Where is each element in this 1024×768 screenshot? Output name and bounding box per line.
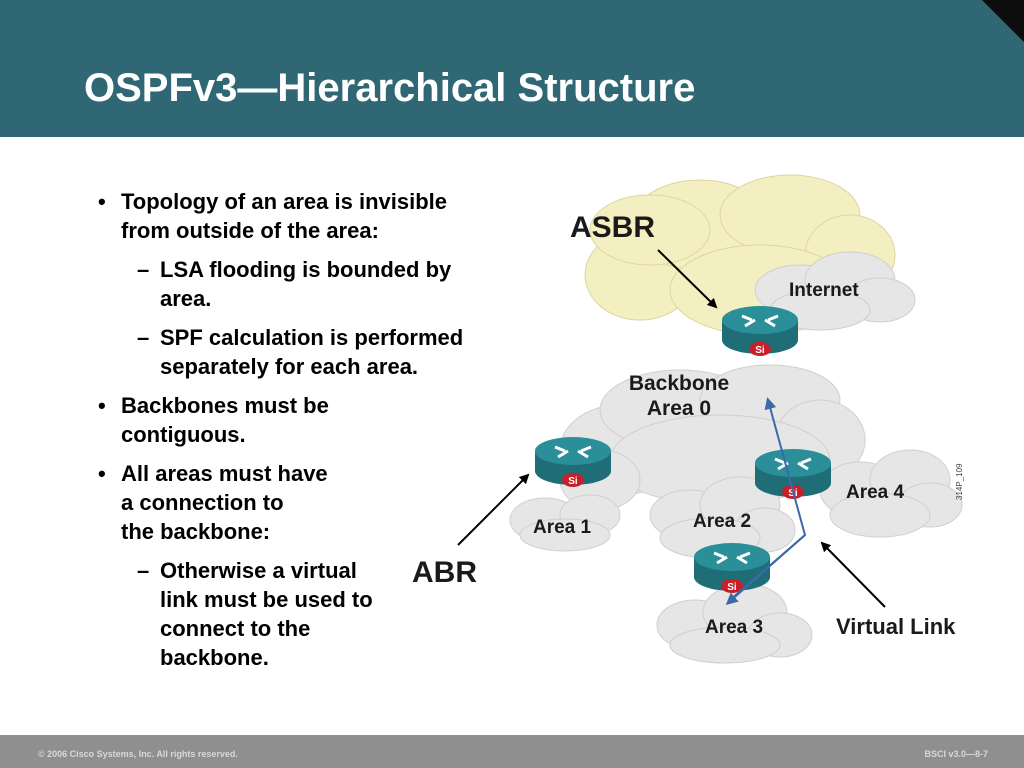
dash-marker: – (137, 558, 150, 583)
bullet-text: LSA flooding is bounded by area. (160, 257, 452, 311)
asbr-router: Si (722, 306, 798, 356)
internet-label: Internet (789, 280, 859, 301)
bullet-item: • All areas must have a connection to the… (96, 459, 516, 546)
figure-code: 314P_109 (955, 463, 964, 500)
bullet-text: Backbones must be contiguous. (121, 393, 329, 447)
bullet-text: Topology of an area is invisible from ou… (121, 189, 447, 243)
router-badge: Si (727, 582, 737, 593)
router-badge: Si (568, 476, 578, 487)
area4-cloud (819, 449, 963, 538)
bullet-marker: • (98, 189, 106, 214)
dash-marker: – (137, 257, 150, 282)
sub-bullet-item: –SPF calculation is performed separately… (96, 323, 516, 381)
bullet-marker: • (98, 461, 106, 486)
sub-bullet-item: –Otherwise a virtual link must be used t… (96, 556, 516, 672)
slide-title: OSPFv3—Hierarchical Structure (84, 66, 696, 110)
virtual-link-arrow (820, 541, 886, 608)
area1-label: Area 1 (533, 517, 592, 538)
bullet-item: • Backbones must be contiguous. (96, 391, 516, 449)
footer-bar (0, 735, 1024, 768)
bullet-list: • Topology of an area is invisible from o… (96, 187, 516, 682)
router-badge: Si (755, 345, 765, 356)
asbr-label: ASBR (570, 211, 655, 244)
area3-cloud (656, 583, 813, 664)
abr-router: Si (535, 437, 611, 487)
backbone-label: Backbone (629, 372, 729, 395)
area2-label: Area 2 (693, 511, 751, 532)
abr-arrow (457, 473, 530, 546)
area3-label: Area 3 (705, 617, 763, 638)
bullet-text: SPF calculation is performed separately … (160, 325, 464, 379)
abr-label: ABR (412, 556, 477, 589)
bullet-text: Otherwise a virtual link must be used to… (160, 558, 373, 670)
slide-number: BSCI v3.0—8-7 (924, 749, 988, 759)
corner-triangle (982, 0, 1024, 42)
area1-cloud (509, 494, 621, 552)
area4-border-router: Si (755, 449, 831, 499)
area0-label: Area 0 (647, 397, 711, 420)
asbr-arrow (657, 249, 718, 309)
area4-label: Area 4 (846, 482, 905, 503)
ospf-area-diagram: Si Si Si Si ASBR ABR Internet Backbone A… (412, 174, 963, 664)
internet-label-cloud (754, 251, 916, 331)
bullet-marker: • (98, 393, 106, 418)
bullet-item: • Topology of an area is invisible from o… (96, 187, 516, 245)
area3-border-router: Si (694, 543, 770, 593)
sub-bullet-item: –LSA flooding is bounded by area. (96, 255, 516, 313)
copyright-text: © 2006 Cisco Systems, Inc. All rights re… (38, 749, 238, 759)
dash-marker: – (137, 325, 150, 350)
bullet-text: All areas must have a connection to the … (121, 461, 328, 544)
virtual-link-label: Virtual Link (836, 614, 956, 639)
title-bar (0, 0, 1024, 137)
virtual-link-return (725, 534, 806, 605)
